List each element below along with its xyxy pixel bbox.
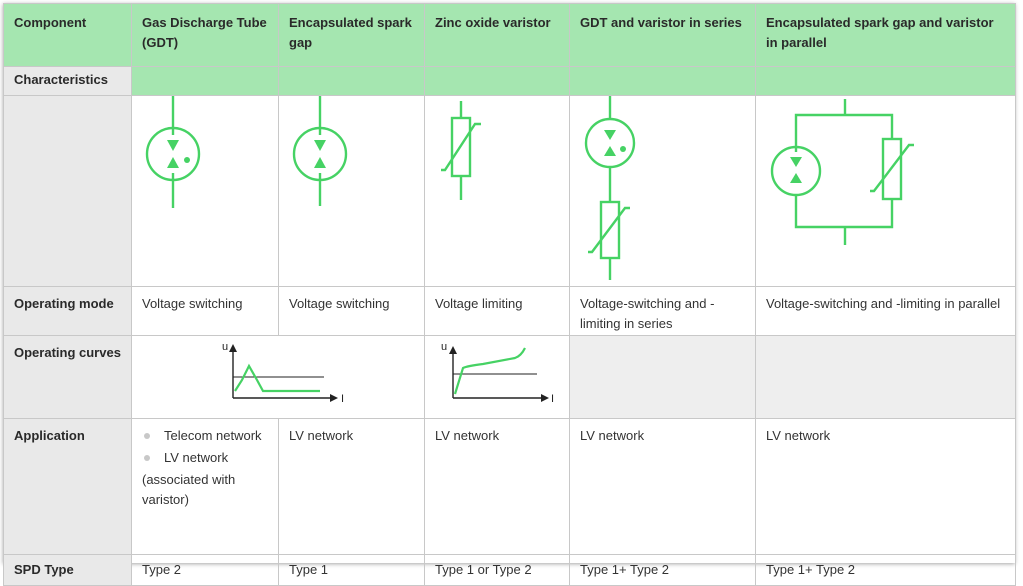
header-component: Component: [3, 3, 132, 67]
gdt-varistor-series-symbol-cell: [569, 95, 756, 287]
gdt-application-list: Telecom network LV network: [142, 426, 270, 468]
spd-type-row: SPD Type Type 2 Type 1 Type 1 or Type 2 …: [3, 554, 1016, 586]
list-item: LV network: [142, 448, 270, 468]
switching-curve-chart: u I: [222, 341, 344, 405]
operating-curve-empty: [569, 335, 756, 419]
limiting-curve-chart: u I: [441, 341, 554, 405]
operating-mode-value: Voltage switching: [131, 286, 279, 336]
characteristics-cell: [755, 66, 1016, 96]
header-gdt: Gas Discharge Tube (GDT): [131, 3, 279, 67]
operating-mode-value: Voltage switching: [278, 286, 425, 336]
list-item: Telecom network: [142, 426, 270, 446]
spd-comparison-frame: Component Gas Discharge Tube (GDT) Encap…: [3, 3, 1016, 586]
spd-type-value: Type 1: [278, 554, 425, 586]
operating-mode-value: Voltage-switching and -limiting in serie…: [569, 286, 756, 336]
symbols-row: [3, 95, 1016, 287]
operating-mode-value: Voltage limiting: [424, 286, 570, 336]
spd-type-value: Type 1+ Type 2: [569, 554, 756, 586]
header-varistor: Zinc oxide varistor: [424, 3, 570, 67]
switching-curve-cell: u I: [131, 335, 425, 419]
axis-u-label: u: [222, 341, 228, 353]
characteristics-cell: [278, 66, 425, 96]
operating-mode-value: Voltage-switching and -limiting in paral…: [755, 286, 1016, 336]
sparkgap-varistor-parallel-symbol-cell: [755, 95, 1016, 287]
application-value: LV network: [755, 418, 1016, 555]
spd-type-value: Type 1+ Type 2: [755, 554, 1016, 586]
symbols-label-cell: [3, 95, 132, 287]
operating-curves-label: Operating curves: [3, 335, 132, 419]
spd-type-value: Type 1 or Type 2: [424, 554, 570, 586]
axis-i-label: I: [341, 393, 344, 405]
spd-type-label: SPD Type: [3, 554, 132, 586]
header-spark-gap: Encapsulated spark gap: [278, 3, 425, 67]
gdt-symbol: [145, 96, 201, 208]
operating-mode-label: Operating mode: [3, 286, 132, 336]
header-sparkgap-varistor-parallel: Encapsulated spark gap and varistor in p…: [755, 3, 1016, 67]
characteristics-cell: [569, 66, 756, 96]
spd-comparison-table: Component Gas Discharge Tube (GDT) Encap…: [3, 3, 1016, 586]
application-value: LV network: [569, 418, 756, 555]
spark-gap-symbol: [292, 96, 348, 206]
spark-gap-symbol-cell: [278, 95, 425, 287]
gdt-varistor-series-symbol: [584, 96, 636, 280]
axis-i-label: I: [551, 393, 554, 405]
gdt-application-note: (associated with varistor): [142, 472, 236, 507]
application-row: Application Telecom network LV network (…: [3, 418, 1016, 555]
application-label: Application: [3, 418, 132, 555]
gdt-symbol-cell: [131, 95, 279, 287]
operating-curve-empty: [755, 335, 1016, 419]
application-value: LV network: [278, 418, 425, 555]
sparkgap-varistor-parallel-symbol: [770, 99, 914, 245]
header-row: Component Gas Discharge Tube (GDT) Encap…: [3, 3, 1016, 67]
gdt-application-cell: Telecom network LV network (associated w…: [131, 418, 279, 555]
characteristics-row: Characteristics: [3, 66, 1016, 96]
characteristics-cell: [131, 66, 279, 96]
varistor-symbol-cell: [424, 95, 570, 287]
axis-u-label: u: [441, 341, 447, 353]
operating-curves-row: Operating curves u I u I: [3, 335, 1016, 419]
limiting-curve-cell: u I: [424, 335, 570, 419]
application-value: LV network: [424, 418, 570, 555]
characteristics-label: Characteristics: [3, 66, 132, 96]
characteristics-cell: [424, 66, 570, 96]
spd-type-value: Type 2: [131, 554, 279, 586]
operating-mode-row: Operating mode Voltage switching Voltage…: [3, 286, 1016, 336]
varistor-symbol: [441, 101, 481, 200]
header-gdt-varistor-series: GDT and varistor in series: [569, 3, 756, 67]
